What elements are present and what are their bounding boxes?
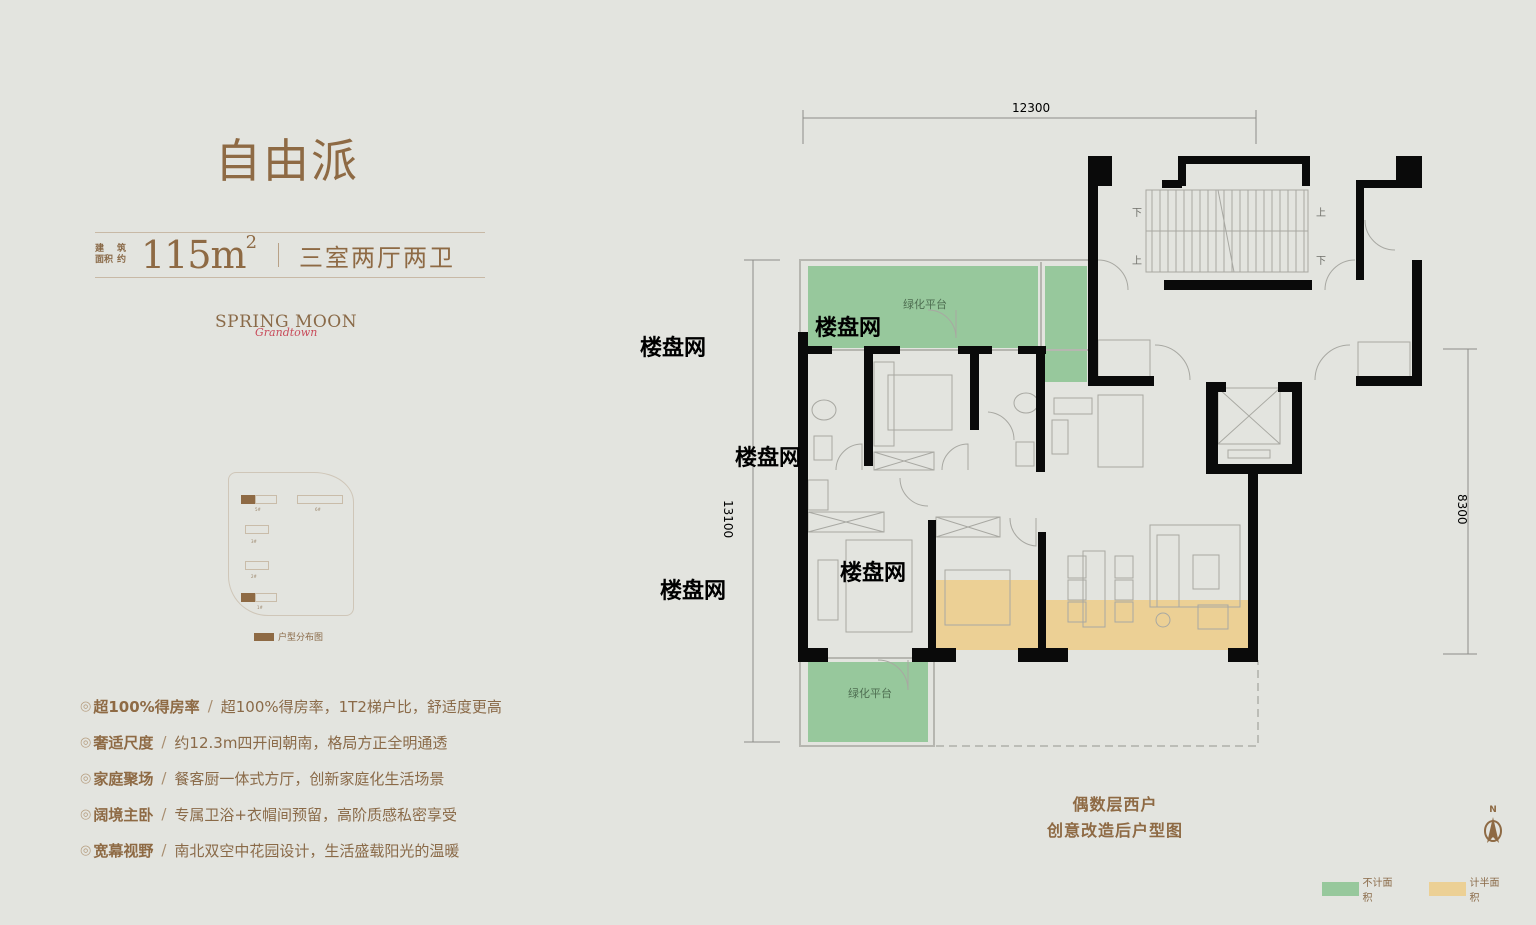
building-block xyxy=(297,495,343,504)
page-title: 自由派 xyxy=(215,134,359,188)
distribution-legend: 户型分布图 xyxy=(254,630,323,643)
spec-top-divider xyxy=(95,232,485,233)
legend-item-excluded: 不计面积 xyxy=(1322,874,1401,904)
spec-row: 建 筑 面积 约 115m2 三室两厅两卫 xyxy=(95,232,485,277)
bullet-icon: ◎ xyxy=(80,734,92,750)
svg-text:上: 上 xyxy=(1132,255,1142,267)
brand-script: Grandtown xyxy=(255,326,318,339)
yellow-swatch xyxy=(1429,882,1466,896)
spec-bottom-divider xyxy=(95,277,485,278)
north-arrow-icon xyxy=(1484,817,1502,843)
floor-plan-caption: 偶数层西户 创意改造后户型图 xyxy=(1046,795,1183,840)
watermark: 楼盘网 xyxy=(840,560,906,586)
furniture xyxy=(807,189,1411,691)
north-label: N xyxy=(1489,805,1497,815)
building-block-highlight xyxy=(241,593,255,602)
watermark: 楼盘网 xyxy=(660,578,726,604)
building-block xyxy=(255,495,277,504)
watermark: 楼盘网 xyxy=(640,335,706,361)
building-block-highlight xyxy=(241,495,255,504)
side-green-area xyxy=(1045,266,1087,382)
watermark: 楼盘网 xyxy=(735,445,801,471)
svg-text:下: 下 xyxy=(1316,256,1326,267)
feature-item: ◎ 奢适尺度 / 约12.3m四开间朝南，格局方正全明通透 xyxy=(80,733,448,752)
building-block xyxy=(245,525,269,534)
green-swatch xyxy=(1322,882,1359,896)
area-legend: 不计面积 计半面积 xyxy=(1322,874,1536,904)
dimension-lines xyxy=(744,110,1477,743)
svg-text:上: 上 xyxy=(1316,207,1326,219)
south-balcony-green xyxy=(808,662,928,742)
compass: N xyxy=(1478,805,1508,849)
feature-item: ◎ 超100%得房率 / 超100%得房率，1T2梯户比，舒适度更高 xyxy=(80,697,502,716)
building-block xyxy=(255,593,277,602)
spec-separator xyxy=(278,243,280,267)
north-balcony-label: 绿化平台 xyxy=(903,297,947,311)
width-dimension: 12300 xyxy=(1012,101,1050,115)
feature-list: ◎ 超100%得房率 / 超100%得房率，1T2梯户比，舒适度更高 ◎ 奢适尺… xyxy=(80,688,502,868)
area-value: 115m2 xyxy=(141,232,257,277)
room-layout: 三室两厅两卫 xyxy=(299,243,456,272)
bullet-icon: ◎ xyxy=(80,698,92,714)
half-area-bedroom xyxy=(936,580,1038,650)
unit-distribution-map: 5# 6# 3# 2# 1# xyxy=(228,472,354,616)
feature-item: ◎ 宽幕视野 / 南北双空中花园设计，生活盛载阳光的温暖 xyxy=(80,841,460,860)
distribution-swatch xyxy=(254,632,274,641)
legend-item-half: 计半面积 xyxy=(1429,874,1508,904)
brand-logo: SPRING MOON xyxy=(215,312,358,332)
half-area-living xyxy=(1045,600,1248,650)
bullet-icon: ◎ xyxy=(80,806,92,822)
left-height-dimension: 13100 xyxy=(721,500,735,538)
feature-item: ◎ 阔境主卧 / 专属卫浴+衣帽间预留，高阶质感私密享受 xyxy=(80,805,457,824)
right-height-dimension: 8300 xyxy=(1455,494,1469,525)
bullet-icon: ◎ xyxy=(80,770,92,786)
north-balcony-green xyxy=(808,266,1038,348)
bullet-icon: ◎ xyxy=(80,842,92,858)
watermark: 楼盘网 xyxy=(815,315,881,341)
walls xyxy=(798,156,1422,662)
building-block xyxy=(245,561,269,570)
area-label: 建 筑 面积 约 xyxy=(95,244,127,265)
south-balcony-label: 绿化平台 xyxy=(848,686,892,700)
svg-text:下: 下 xyxy=(1132,208,1142,219)
feature-item: ◎ 家庭聚场 / 餐客厨一体式方厅，创新家庭化生活场景 xyxy=(80,769,445,788)
